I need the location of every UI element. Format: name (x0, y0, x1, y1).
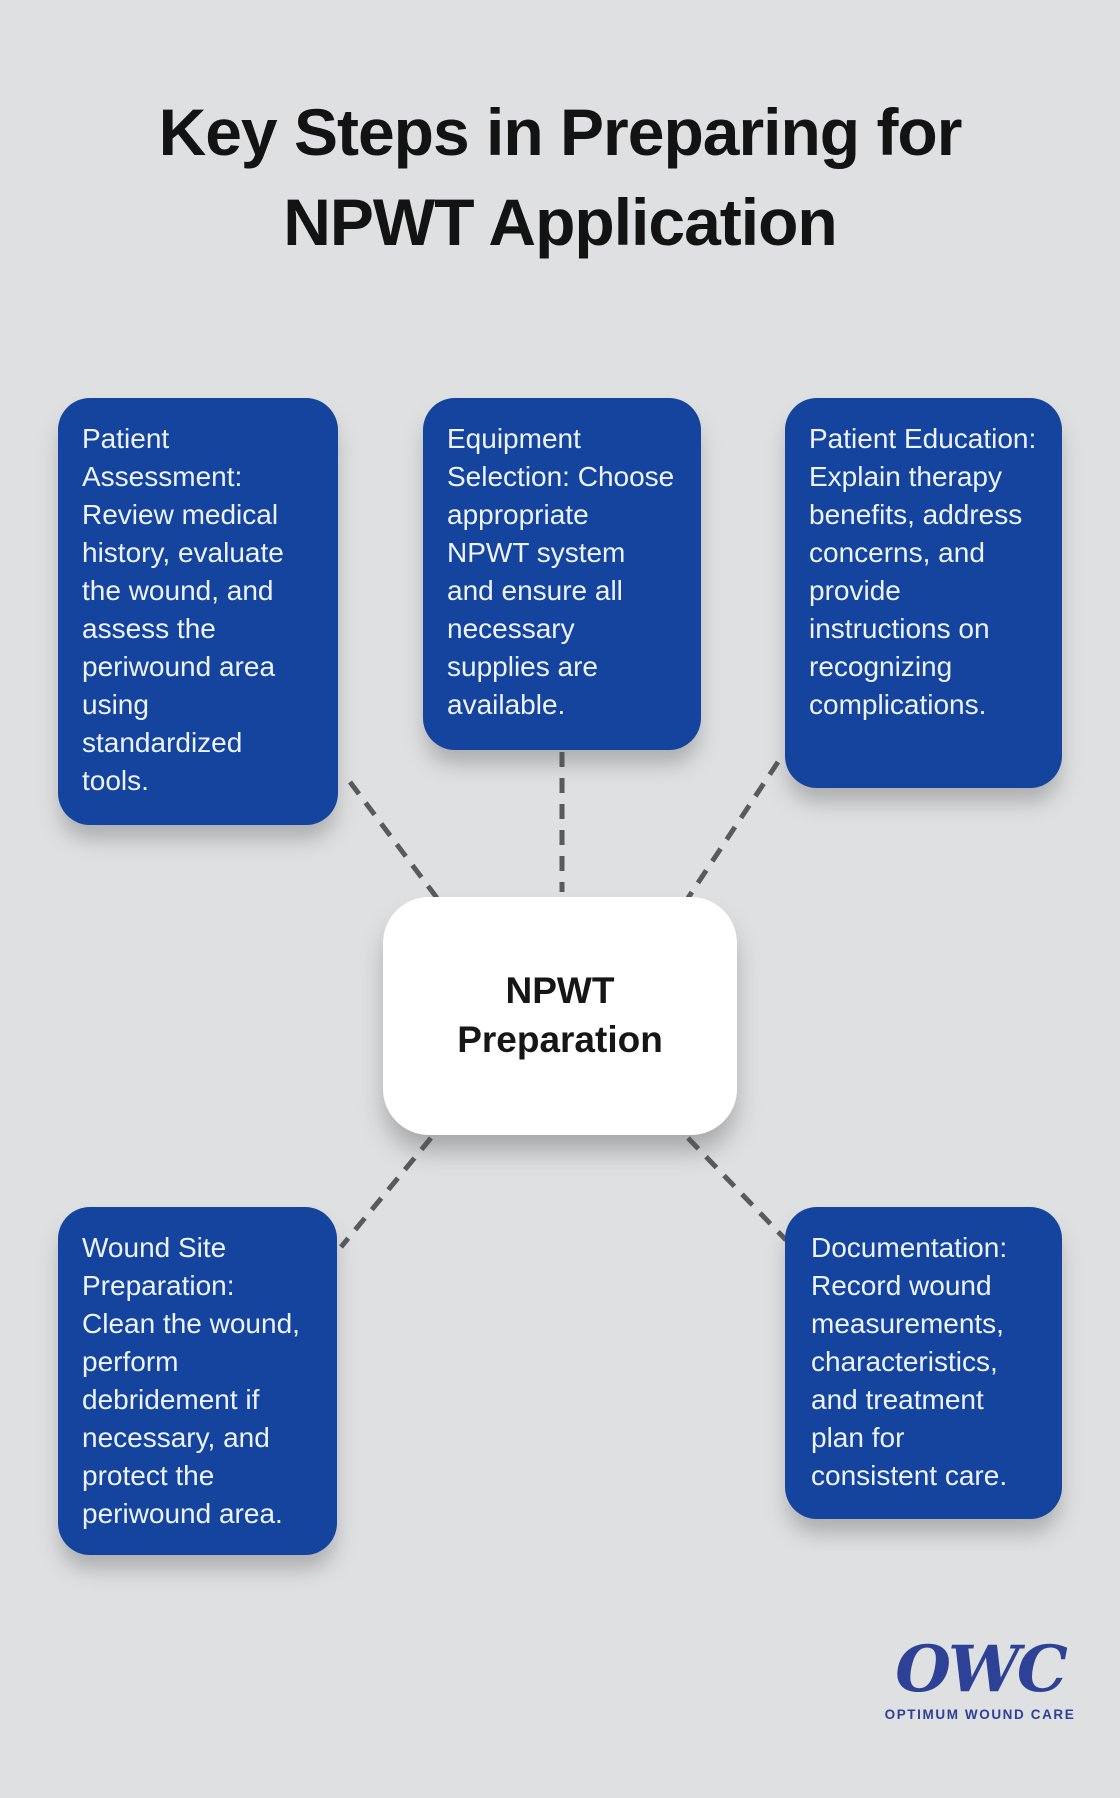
page-title-line-1: Key Steps in Preparing for (158, 95, 963, 169)
connector-line-top-left (348, 780, 439, 900)
step-box-wound-site-preparation: Wound Site Preparation: Clean the wound,… (58, 1207, 337, 1555)
connector-line-bottom-left (339, 1136, 433, 1249)
brand-name: OPTIMUM WOUND CARE (884, 1707, 1076, 1723)
step-box-documentation: Documentation: Record wound measurements… (785, 1207, 1062, 1519)
center-node: NPWT Preparation (383, 897, 737, 1135)
step-box-patient-assessment: Patient Assessment: Review medical histo… (58, 398, 338, 825)
step-text: Equipment Selection: Choose appropriate … (447, 423, 675, 720)
brand-monogram: OWC (895, 1632, 1068, 1707)
brand-logo: OWC OPTIMUM WOUND CARE (860, 1636, 1100, 1722)
step-text: Patient Assessment: Review medical histo… (82, 423, 284, 796)
connector-line-bottom-right (686, 1136, 788, 1242)
step-box-patient-education: Patient Education: Explain therapy benef… (785, 398, 1062, 788)
center-node-label: NPWT Preparation (457, 970, 663, 1060)
page-title-line-2: NPWT Application (283, 184, 838, 259)
step-text: Patient Education: Explain therapy benef… (809, 423, 1037, 720)
step-text: Wound Site Preparation: Clean the wound,… (82, 1232, 300, 1529)
connector-line-top-right (685, 760, 781, 900)
page-title: Key Steps in Preparing for NPWT Applicat… (0, 88, 1120, 268)
step-box-equipment-selection: Equipment Selection: Choose appropriate … (423, 398, 701, 750)
step-text: Documentation: Record wound measurements… (811, 1232, 1008, 1491)
